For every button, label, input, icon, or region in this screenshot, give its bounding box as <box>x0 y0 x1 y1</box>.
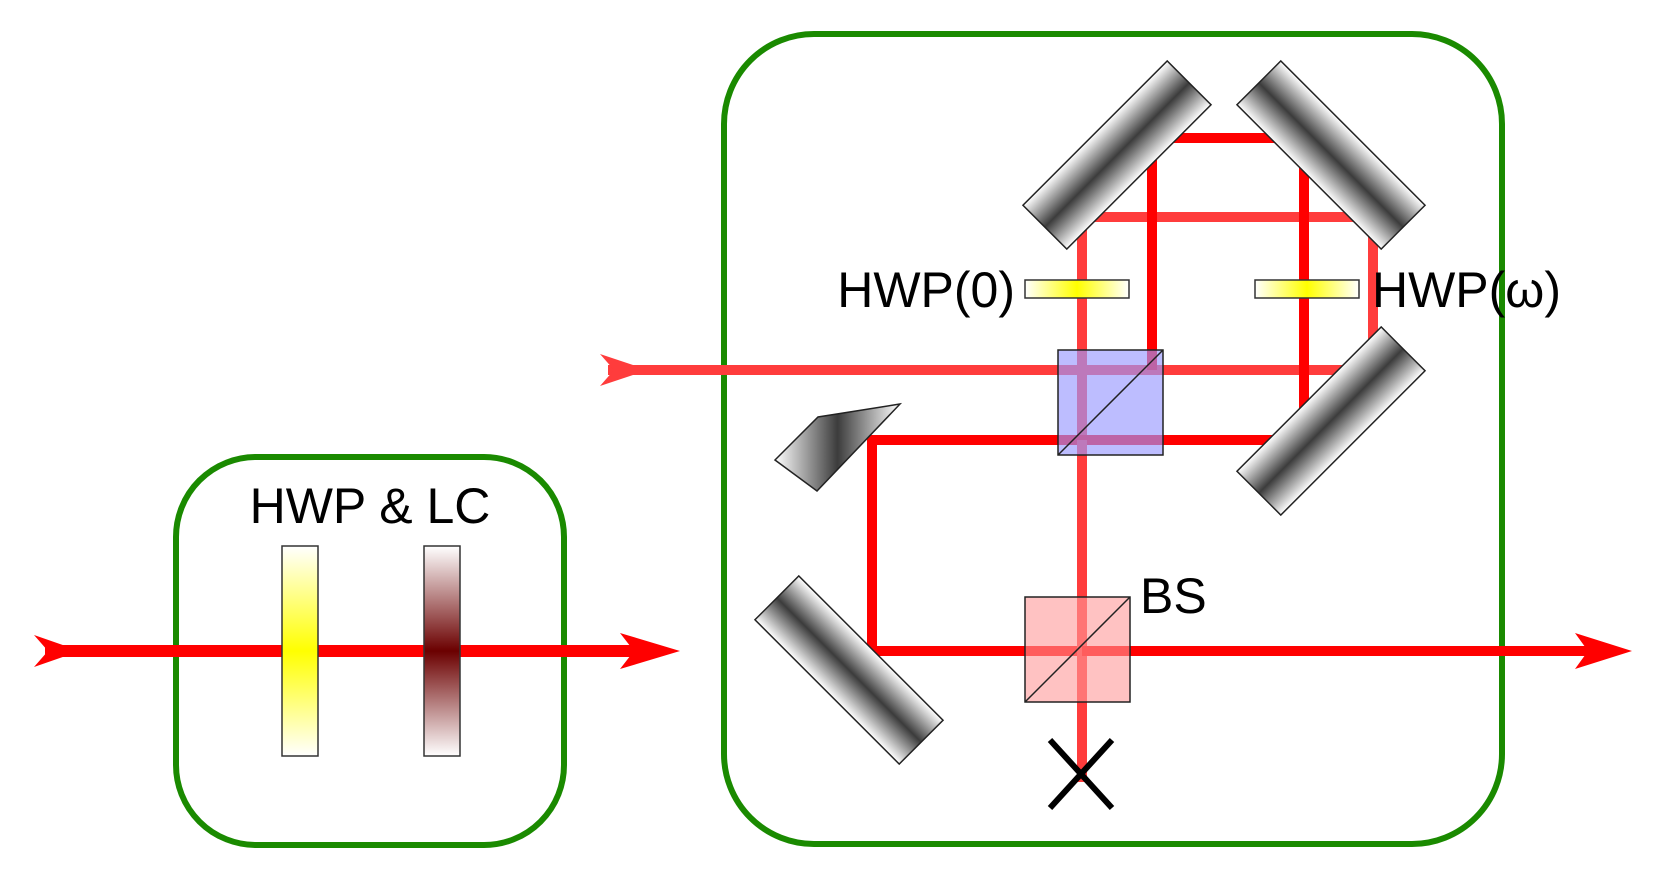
hwp-omega-label: HWP(ω) <box>1372 262 1561 318</box>
mirror-top-left <box>1021 59 1213 251</box>
hwp-omega-plate <box>1254 279 1360 299</box>
hwp-plate <box>281 545 319 757</box>
mirror-small-left <box>773 402 903 492</box>
hwp-lc-label: HWP & LC <box>250 478 491 534</box>
beam-left-path <box>867 435 1082 656</box>
hwp-0-label: HWP(0) <box>837 262 1015 318</box>
mirror-right <box>1235 325 1427 517</box>
bs-label: BS <box>1140 568 1207 624</box>
arrow-head-icon <box>620 633 680 669</box>
mirror-top-right <box>1235 59 1427 251</box>
bs-cube <box>1024 596 1131 703</box>
x-mark-icon <box>1047 737 1115 811</box>
pbs-cube <box>1057 349 1164 456</box>
arrow-tail-icon <box>600 354 648 386</box>
arrow-tail-icon <box>34 635 80 667</box>
mirror-bottom-left <box>753 574 945 766</box>
arrow-head-icon <box>1575 633 1632 669</box>
interferometer-module-box <box>721 31 1505 847</box>
beam-loop-outer <box>1077 212 1378 440</box>
hwp-0-plate <box>1024 279 1130 299</box>
lc-plate <box>423 545 461 757</box>
